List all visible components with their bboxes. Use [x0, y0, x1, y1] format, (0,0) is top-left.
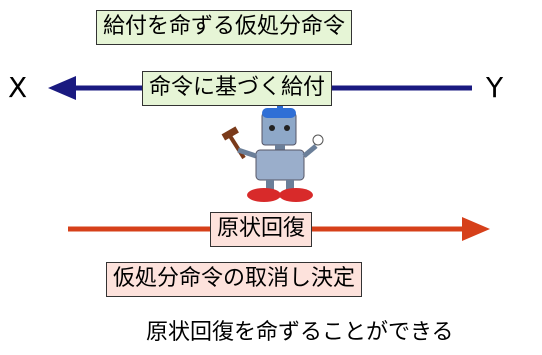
cancellation-decision-box: 仮処分命令の取消し決定 [106, 262, 363, 297]
restitution-label-box: 原状回復 [210, 212, 313, 247]
wrench-icon [221, 126, 246, 160]
conclusion-text: 原状回復を命ずることができる [146, 320, 454, 345]
provisional-order-box: 給付を命ずる仮処分命令 [96, 10, 353, 45]
party-x-label: X [8, 71, 28, 104]
party-y-label: Y [486, 71, 504, 104]
payment-label-box: 命令に基づく給付 [142, 71, 333, 106]
robot-illustration [221, 100, 324, 202]
